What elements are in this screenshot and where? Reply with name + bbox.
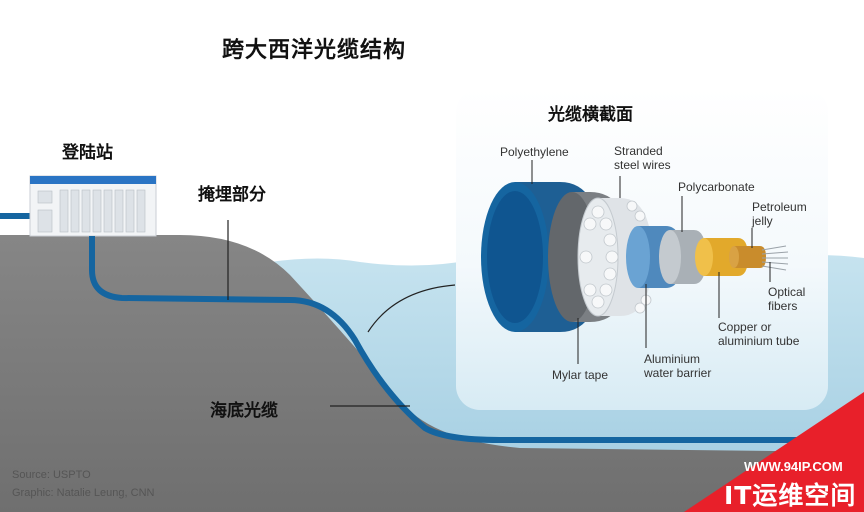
label-optical-fibers: Optical fibers (768, 285, 805, 313)
label-stranded-steel-line1: Stranded (614, 144, 663, 158)
label-copper-line2: aluminium tube (718, 334, 800, 348)
label-aluminium-barrier: Aluminium water barrier (644, 352, 711, 380)
leader-to-panel (367, 284, 456, 333)
graphic-credit-line: Graphic: Natalie Leung, CNN (12, 487, 155, 499)
cable-cross-section (481, 182, 789, 332)
label-stranded-steel-line2: steel wires (614, 158, 671, 172)
cross-section-title: 光缆横截面 (548, 105, 633, 125)
watermark-url: WWW.94IP.COM (744, 459, 843, 474)
watermark-triangle (684, 392, 864, 512)
source-line: Source: USPTO (12, 469, 91, 481)
cross-section-leaders (531, 160, 771, 364)
label-stranded-steel: Stranded steel wires (614, 144, 671, 172)
label-optical-line2: fibers (768, 299, 798, 313)
diagram-title: 跨大西洋光缆结构 (222, 38, 407, 63)
label-optical-line1: Optical (768, 285, 806, 299)
label-copper-line1: Copper or (718, 320, 772, 334)
watermark-name: IT运维空间 (724, 481, 857, 510)
label-aluminium-line1: Aluminium (644, 352, 701, 366)
main-cable-path (89, 236, 864, 443)
label-buried-section: 掩埋部分 (198, 185, 266, 205)
label-copper-tube: Copper or aluminium tube (718, 320, 799, 348)
label-aluminium-line2: water barrier (644, 366, 712, 380)
label-mylar-tape: Mylar tape (552, 368, 609, 382)
landing-station-building (29, 175, 157, 237)
label-subsea-cable: 海底光缆 (210, 401, 278, 421)
label-petroleum-line1: Petroleum (752, 200, 807, 214)
land-feed-cable (0, 213, 30, 219)
label-polycarbonate: Polycarbonate (678, 180, 755, 194)
label-landing-station: 登陆站 (62, 143, 113, 163)
label-petroleum-jelly: Petroleum jelly (752, 200, 807, 228)
label-petroleum-line2: jelly (752, 214, 773, 228)
land-and-seabed (0, 235, 864, 512)
label-polyethylene: Polyethylene (500, 145, 569, 159)
source-credits: Source: USPTO Graphic: Natalie Leung, CN… (12, 466, 154, 502)
